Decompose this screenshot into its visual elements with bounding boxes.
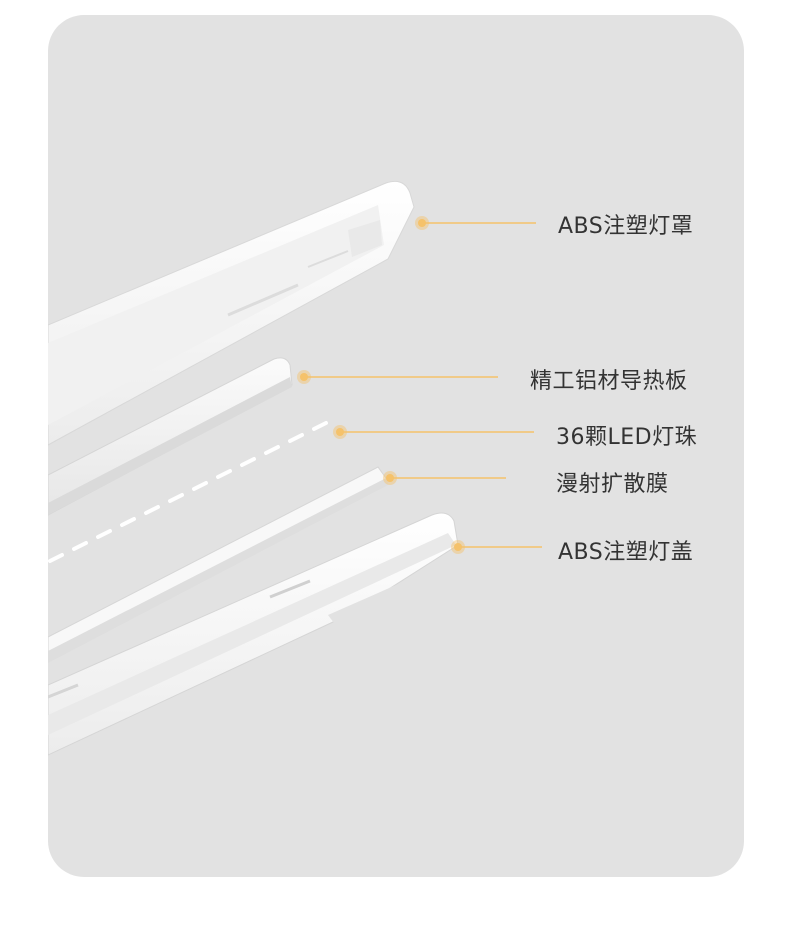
abs-lamp-cover-shell [48,512,459,756]
label-led-beads: 36颗LED灯珠 [556,425,698,450]
lamp-exploded-illustration [48,180,542,756]
label-aluminum-heat-plate: 精工铝材导热板 [530,369,688,394]
callout-cover [451,540,542,554]
callout-led [333,425,534,439]
callout-heat-plate [297,370,498,384]
aluminum-heat-plate [48,357,293,516]
product-exploded-view-panel: ABS注塑灯罩 精工铝材导热板 36颗LED灯珠 漫射扩散膜 ABS注塑灯盖 [48,15,744,877]
label-diffuser-film: 漫射扩散膜 [556,472,669,497]
label-abs-lamp-cover: ABS注塑灯盖 [558,540,694,565]
callout-diffuser [383,471,506,485]
abs-lamp-shade-shell [48,180,415,446]
led-bead-strip [48,421,328,563]
label-abs-lamp-shade: ABS注塑灯罩 [558,214,694,239]
callout-shade [415,216,536,230]
